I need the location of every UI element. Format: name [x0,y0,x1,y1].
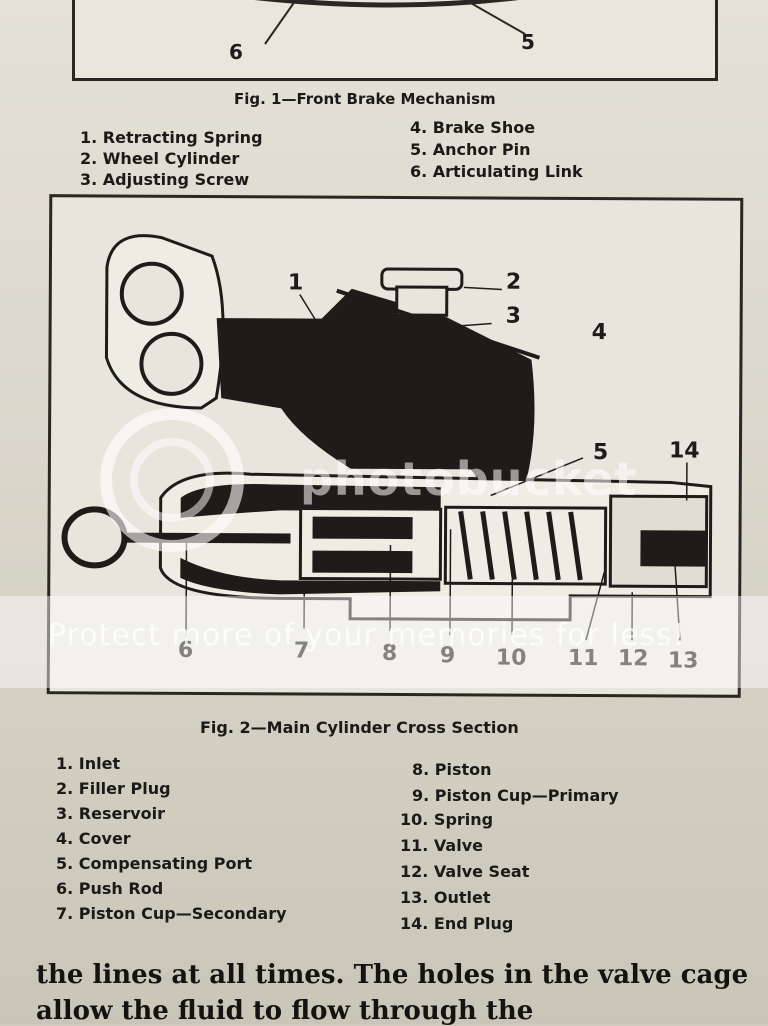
fig2-callout-14: 14 [669,438,700,463]
fig1-illustration: 6 5 [72,0,718,81]
body-text-line: allow the fluid to flow through the [36,996,533,1026]
fig2-caption: Fig. 2—Main Cylinder Cross Section [200,718,519,737]
fig2-legend-item: 9. Piston Cup—Primary [412,786,619,805]
fig2-legend-item: 14. End Plug [400,914,513,933]
fig2-legend-item: 10. Spring [400,810,493,829]
fig2-legend-item: 3. Reservoir [56,804,165,823]
fig2-legend-item: 13. Outlet [400,888,491,907]
fig1-callout-6: 6 [229,40,243,64]
fig2-callout-3: 3 [506,304,521,329]
fig2-legend-item: 6. Push Rod [56,879,163,898]
fig2-legend-item: 8. Piston [412,760,492,779]
body-text-line: the lines at all times. The holes in the… [36,960,748,990]
fig1-legend-item: 5. Anchor Pin [410,140,530,159]
fig1-legend-item: 6. Articulating Link [410,162,583,181]
fig1-legend-item: 2. Wheel Cylinder [80,149,239,168]
fig1-legend-item: 4. Brake Shoe [410,118,535,137]
watermark-logo: photobucket [300,452,637,506]
fig1-legend-item: 3. Adjusting Screw [80,170,249,189]
fig2-legend-item: 11. Valve [400,836,483,855]
fig2-legend-item: 5. Compensating Port [56,854,252,873]
fig1-callout-5: 5 [521,30,535,54]
fig2-legend-item: 4. Cover [56,829,131,848]
fig2-callout-1: 1 [288,270,303,295]
fig2-legend-item: 7. Piston Cup—Secondary [56,904,287,923]
watermark-circle-icon [92,400,252,560]
fig2-legend-item: 2. Filler Plug [56,779,171,798]
fig1-drum-art [75,0,715,78]
fig2-legend-item: 12. Valve Seat [400,862,529,881]
fig1-legend-item: 1. Retracting Spring [80,128,263,147]
fig2-callout-4: 4 [592,320,607,345]
fig2-legend-item: 1. Inlet [56,754,120,773]
fig1-caption: Fig. 1—Front Brake Mechanism [234,90,496,108]
fig2-callout-2: 2 [506,270,521,295]
watermark-text: Protect more of your memories for less! [48,618,686,653]
